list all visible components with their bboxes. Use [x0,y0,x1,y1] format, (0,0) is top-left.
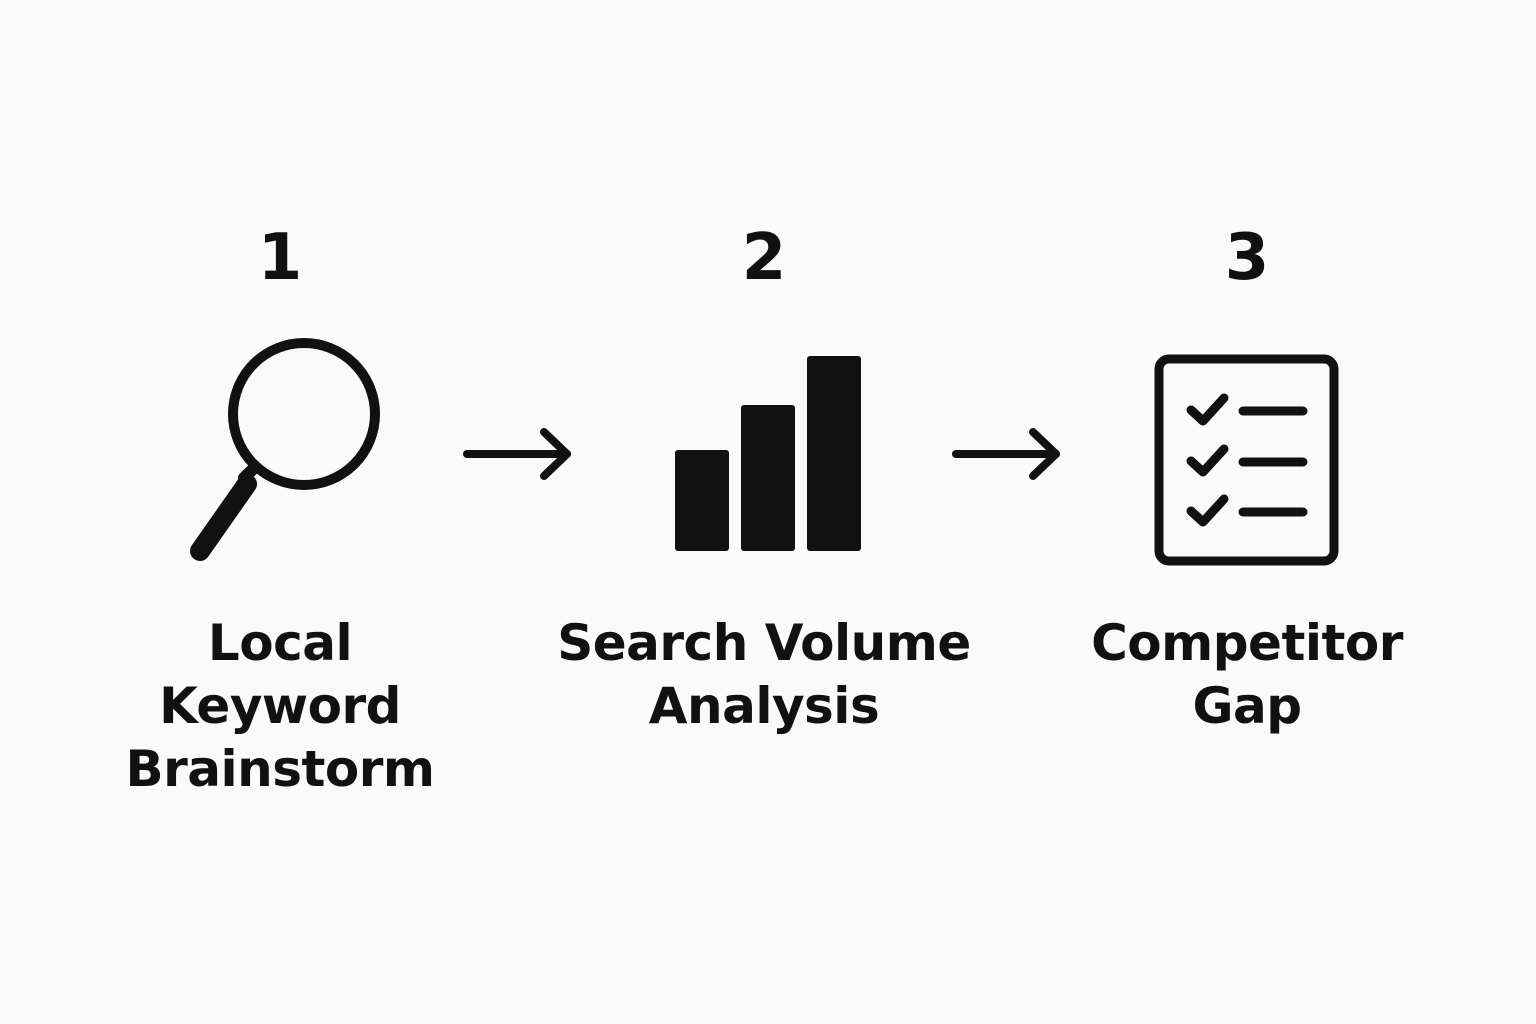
arrow-right-icon [951,424,1066,488]
step-label: Local Keyword Brainstorm [125,614,435,798]
arrow-right-icon [462,424,577,488]
step-number: 2 [741,221,787,295]
step-label: Search Volume Analysis [557,614,971,735]
magnifying-glass-icon [70,330,490,570]
bar-chart-icon [554,330,974,570]
step-label: Competitor Gap [1091,614,1403,735]
checklist-icon [1037,330,1457,570]
step-number: 1 [257,221,303,295]
step-number: 3 [1224,221,1270,295]
